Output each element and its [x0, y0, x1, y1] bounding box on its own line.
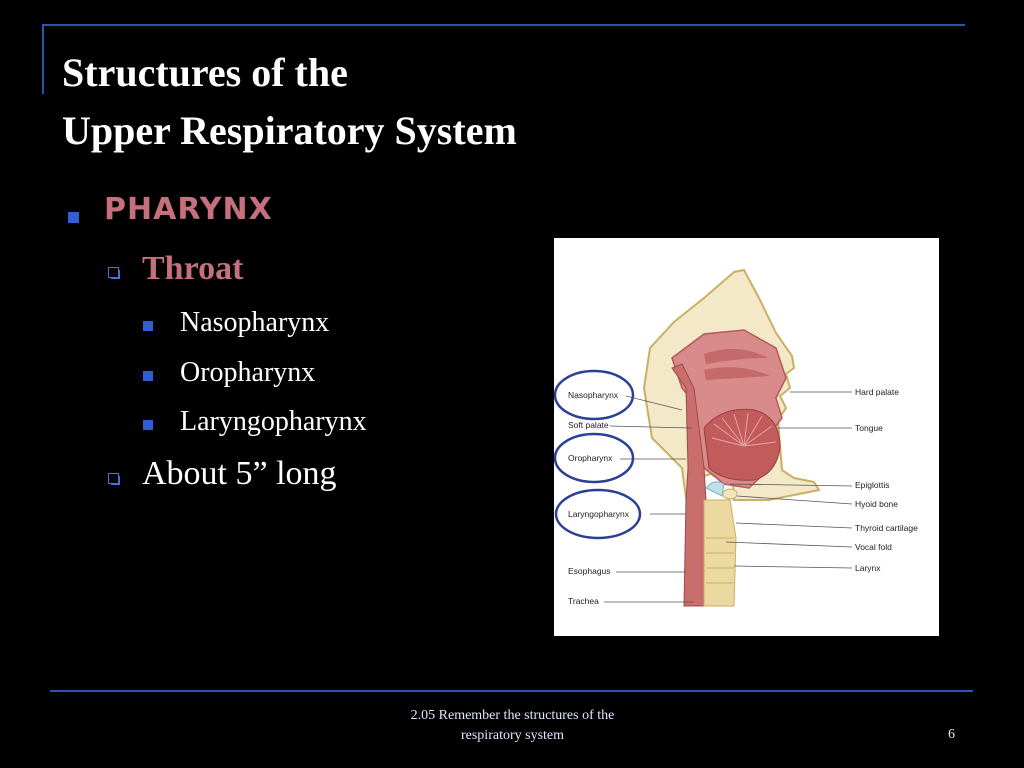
laryngopharynx-highlight	[554, 488, 642, 540]
nasopharynx-highlight	[553, 369, 635, 421]
label-tongue: Tongue	[855, 423, 883, 433]
footer-line-2: respiratory system	[460, 728, 565, 743]
label-soft-palate: Soft palate	[568, 420, 609, 430]
label-hard-palate: Hard palate	[855, 387, 899, 397]
bullet-throat: Throat	[142, 250, 244, 287]
label-epiglottis: Epiglottis	[855, 480, 890, 490]
bullet-oropharynx: Oropharynx	[180, 357, 316, 388]
footer-line-1: 2.05 Remember the structures of the	[410, 708, 615, 723]
label-thyroid-cartilage: Thyroid cartilage	[855, 523, 918, 533]
pharynx-anatomy-illustration: Nasopharynx Soft palate Oropharynx Laryn…	[553, 268, 918, 607]
label-laryngopharynx: Laryngopharynx	[568, 509, 630, 519]
slide-footer: 2.05 Remember the structures of the resp…	[360, 706, 665, 746]
label-larynx: Larynx	[855, 563, 881, 573]
bullet-square-icon	[68, 212, 79, 223]
label-trachea: Trachea	[568, 596, 599, 606]
label-vocal-fold: Vocal fold	[855, 542, 892, 552]
bullet-square-icon	[143, 420, 153, 430]
label-esophagus: Esophagus	[568, 566, 611, 576]
hollow-square-bullet-icon	[108, 267, 120, 279]
pharynx-anatomy-figure: Nasopharynx Soft palate Oropharynx Laryn…	[553, 238, 939, 636]
bullet-pharynx: Pharynx	[104, 192, 273, 227]
slide-title: Structures of the Upper Respiratory Syst…	[62, 44, 517, 160]
title-line-2: Upper Respiratory System	[62, 108, 517, 153]
bullet-laryngopharynx: Laryngopharynx	[180, 406, 367, 437]
bullet-nasopharynx: Nasopharynx	[180, 307, 330, 338]
bullet-square-icon	[143, 321, 153, 331]
label-nasopharynx: Nasopharynx	[568, 390, 619, 400]
footer-divider	[50, 690, 973, 692]
label-oropharynx: Oropharynx	[568, 453, 613, 463]
label-hyoid-bone: Hyoid bone	[855, 499, 898, 509]
top-frame-line	[42, 24, 965, 26]
bullet-length: About 5” long	[142, 455, 337, 492]
hollow-square-bullet-icon	[108, 473, 120, 485]
page-number: 6	[948, 727, 955, 742]
bullet-square-icon	[143, 371, 153, 381]
oropharynx-highlight	[553, 432, 635, 484]
left-frame-line	[42, 24, 44, 94]
title-line-1: Structures of the	[62, 50, 348, 95]
